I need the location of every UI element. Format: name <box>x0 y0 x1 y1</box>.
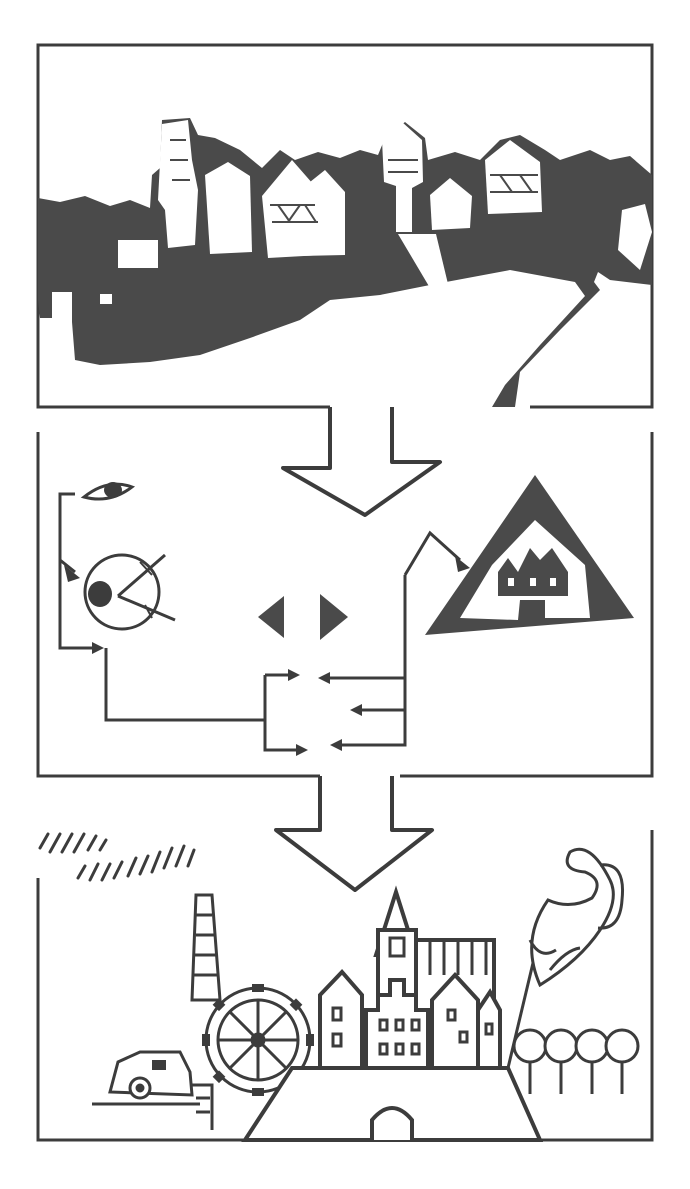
arrowhead-left-feed <box>92 642 104 654</box>
panel-town-photo <box>38 45 652 407</box>
eye-bracket-line <box>60 494 75 572</box>
flow-arrow-icon-2 <box>276 776 432 890</box>
target-icon <box>85 555 175 629</box>
right-triangle-icon <box>320 594 348 640</box>
town-platform <box>245 1068 540 1140</box>
flow-arrow-1 <box>283 407 440 515</box>
tree-row-icon <box>514 1030 638 1094</box>
car-icon <box>92 1052 200 1104</box>
wall-steps <box>192 1085 212 1130</box>
chimney-icon <box>192 895 220 1000</box>
flow-arrowheads <box>288 556 470 756</box>
eye-icon <box>84 482 132 499</box>
flow-arrow-2 <box>276 776 432 890</box>
town-sketch-icon <box>320 892 500 1068</box>
left-triangle-icon <box>258 596 284 638</box>
flow-connectors <box>106 533 460 750</box>
arrowhead-to-target <box>64 565 80 582</box>
sky-hatching <box>40 834 194 880</box>
flow-arrow-icon <box>283 407 440 515</box>
panel-frame-middle <box>38 407 330 438</box>
